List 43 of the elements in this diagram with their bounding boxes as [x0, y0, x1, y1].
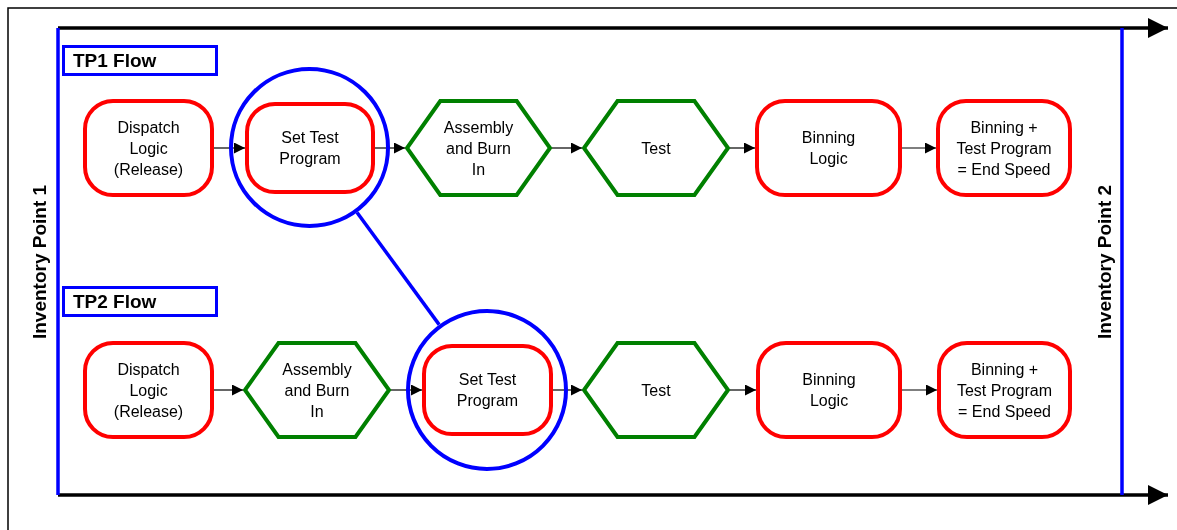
connector-line	[355, 211, 441, 326]
node-label: Dispatch Logic (Release)	[112, 117, 185, 180]
node-label: Dispatch Logic (Release)	[112, 359, 185, 422]
operation-hexagon	[405, 99, 552, 197]
flow-title-box	[62, 286, 218, 317]
node-label: Test	[641, 380, 671, 401]
arrow	[729, 384, 757, 396]
node-label: Binning Logic	[800, 128, 857, 169]
inventory-point-label: Inventory Point 1	[29, 184, 52, 340]
arrow	[213, 384, 244, 396]
process-box	[83, 341, 214, 439]
process-box	[422, 344, 553, 436]
node-label: Binning + Test Program = End Speed	[955, 117, 1053, 180]
node-label: Assembly and Burn In	[442, 117, 515, 180]
arrow	[374, 142, 406, 154]
node-label: Set Test Program	[278, 128, 342, 169]
arrow	[213, 142, 246, 154]
highlight-circle	[229, 67, 390, 228]
node-label: Binning Logic	[801, 370, 857, 411]
flow-title: TP2 Flow	[73, 291, 157, 312]
arrow	[551, 142, 583, 154]
node-label: Binning + Test Program = End Speed	[955, 359, 1054, 422]
operation-hexagon	[243, 341, 391, 439]
arrow	[390, 384, 423, 396]
arrow	[552, 384, 583, 396]
node-label: Test	[641, 138, 671, 159]
process-box	[937, 341, 1072, 439]
operation-hexagon	[582, 341, 730, 439]
process-box	[756, 341, 902, 439]
process-box	[245, 102, 375, 194]
operation-hexagon	[582, 99, 730, 197]
arrow	[901, 384, 938, 396]
process-box	[755, 99, 902, 197]
process-box	[936, 99, 1072, 197]
node-label: Assembly and Burn In	[281, 359, 353, 422]
process-box	[83, 99, 214, 197]
flow-title-box	[62, 45, 218, 76]
flow-title: TP1 Flow	[73, 50, 157, 71]
arrow	[901, 142, 937, 154]
highlight-circle	[406, 309, 568, 471]
arrow	[729, 142, 756, 154]
node-label: Set Test Program	[455, 370, 520, 411]
inventory-point-label: Inventory Point 2	[1094, 184, 1117, 340]
